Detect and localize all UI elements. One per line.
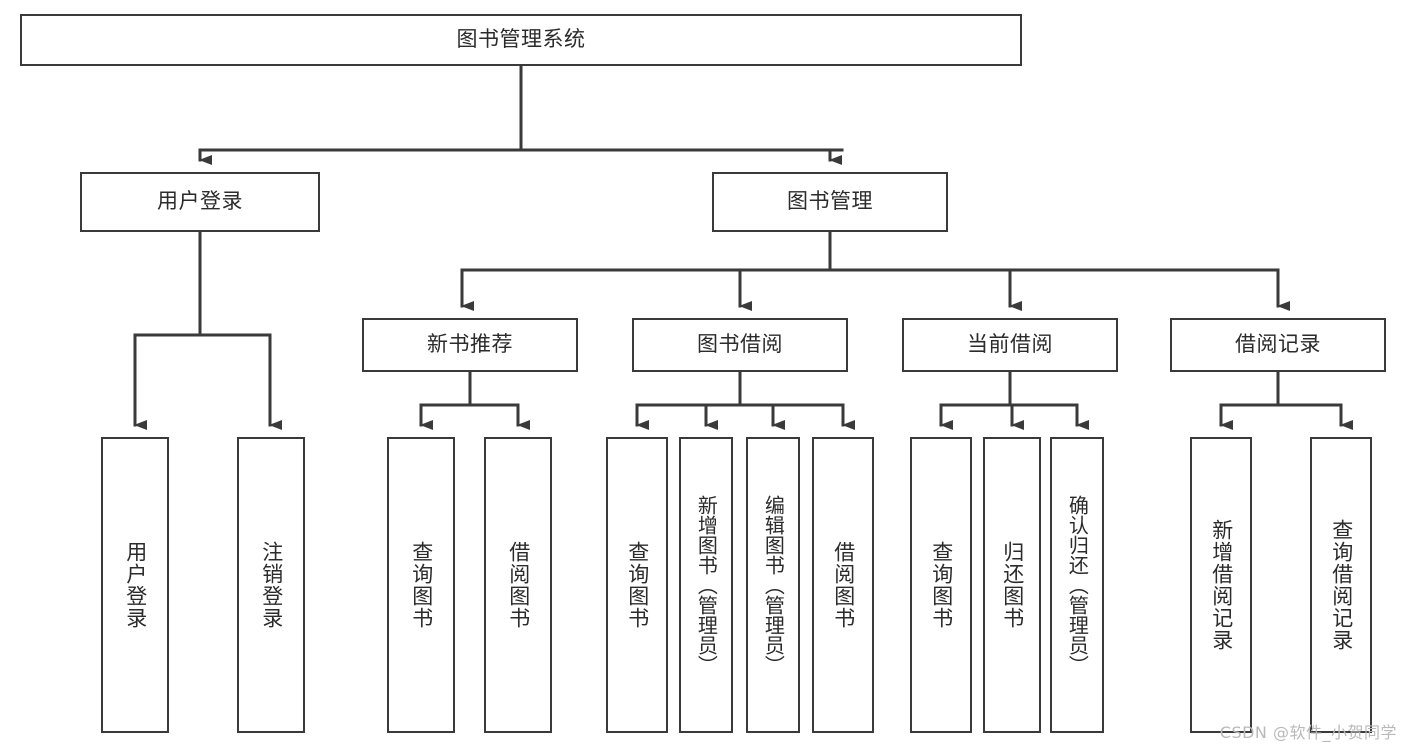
node-root[interactable]: 图书管理系统 [20, 14, 1022, 66]
leaf-add-book[interactable]: 新增图书（管理员） [679, 437, 733, 733]
node-current-borrow-label: 当前借阅 [967, 332, 1053, 357]
leaf-query-book-borrow[interactable]: 查询图书 [606, 437, 668, 733]
leaf-logout-label: 注销登录 [259, 541, 284, 629]
leaf-query-book-new[interactable]: 查询图书 [387, 437, 455, 733]
leaf-borrow-book-label: 借阅图书 [831, 541, 856, 629]
leaf-return-book[interactable]: 归还图书 [983, 437, 1041, 733]
node-book-borrow-label: 图书借阅 [697, 332, 783, 357]
node-root-label: 图书管理系统 [456, 27, 586, 52]
leaf-user-login[interactable]: 用户登录 [101, 437, 169, 733]
node-new-book-recommend-label: 新书推荐 [427, 332, 513, 357]
leaf-edit-book[interactable]: 编辑图书（管理员） [746, 437, 800, 733]
leaf-borrow-book-new[interactable]: 借阅图书 [484, 437, 552, 733]
leaf-logout[interactable]: 注销登录 [237, 437, 305, 733]
node-user-login-label: 用户登录 [157, 189, 243, 214]
leaf-add-book-label: 新增图书（管理员） [694, 495, 719, 675]
leaf-confirm-return-label: 确认归还（管理员） [1065, 495, 1090, 675]
leaf-query-record[interactable]: 查询借阅记录 [1310, 437, 1372, 733]
leaf-user-login-label: 用户登录 [123, 541, 148, 629]
node-book-borrow[interactable]: 图书借阅 [632, 318, 848, 372]
leaf-add-record-label: 新增借阅记录 [1209, 519, 1234, 651]
node-book-manage[interactable]: 图书管理 [712, 172, 948, 232]
leaf-query-book-current-label: 查询图书 [929, 541, 954, 629]
leaf-confirm-return[interactable]: 确认归还（管理员） [1050, 437, 1104, 733]
leaf-borrow-book[interactable]: 借阅图书 [812, 437, 874, 733]
node-borrow-record-label: 借阅记录 [1235, 332, 1321, 357]
leaf-borrow-book-new-label: 借阅图书 [506, 541, 531, 629]
node-new-book-recommend[interactable]: 新书推荐 [362, 318, 578, 372]
node-book-manage-label: 图书管理 [787, 189, 873, 214]
node-borrow-record[interactable]: 借阅记录 [1170, 318, 1386, 372]
leaf-query-record-label: 查询借阅记录 [1329, 519, 1354, 651]
leaf-edit-book-label: 编辑图书（管理员） [761, 495, 786, 675]
leaf-query-book-new-label: 查询图书 [409, 541, 434, 629]
node-user-login[interactable]: 用户登录 [80, 172, 320, 232]
leaf-return-book-label: 归还图书 [1000, 541, 1025, 629]
node-current-borrow[interactable]: 当前借阅 [902, 318, 1118, 372]
leaf-add-record[interactable]: 新增借阅记录 [1190, 437, 1252, 733]
leaf-query-book-current[interactable]: 查询图书 [910, 437, 972, 733]
leaf-query-book-borrow-label: 查询图书 [625, 541, 650, 629]
watermark: CSDN @软件_小贺同学 [1219, 723, 1397, 742]
